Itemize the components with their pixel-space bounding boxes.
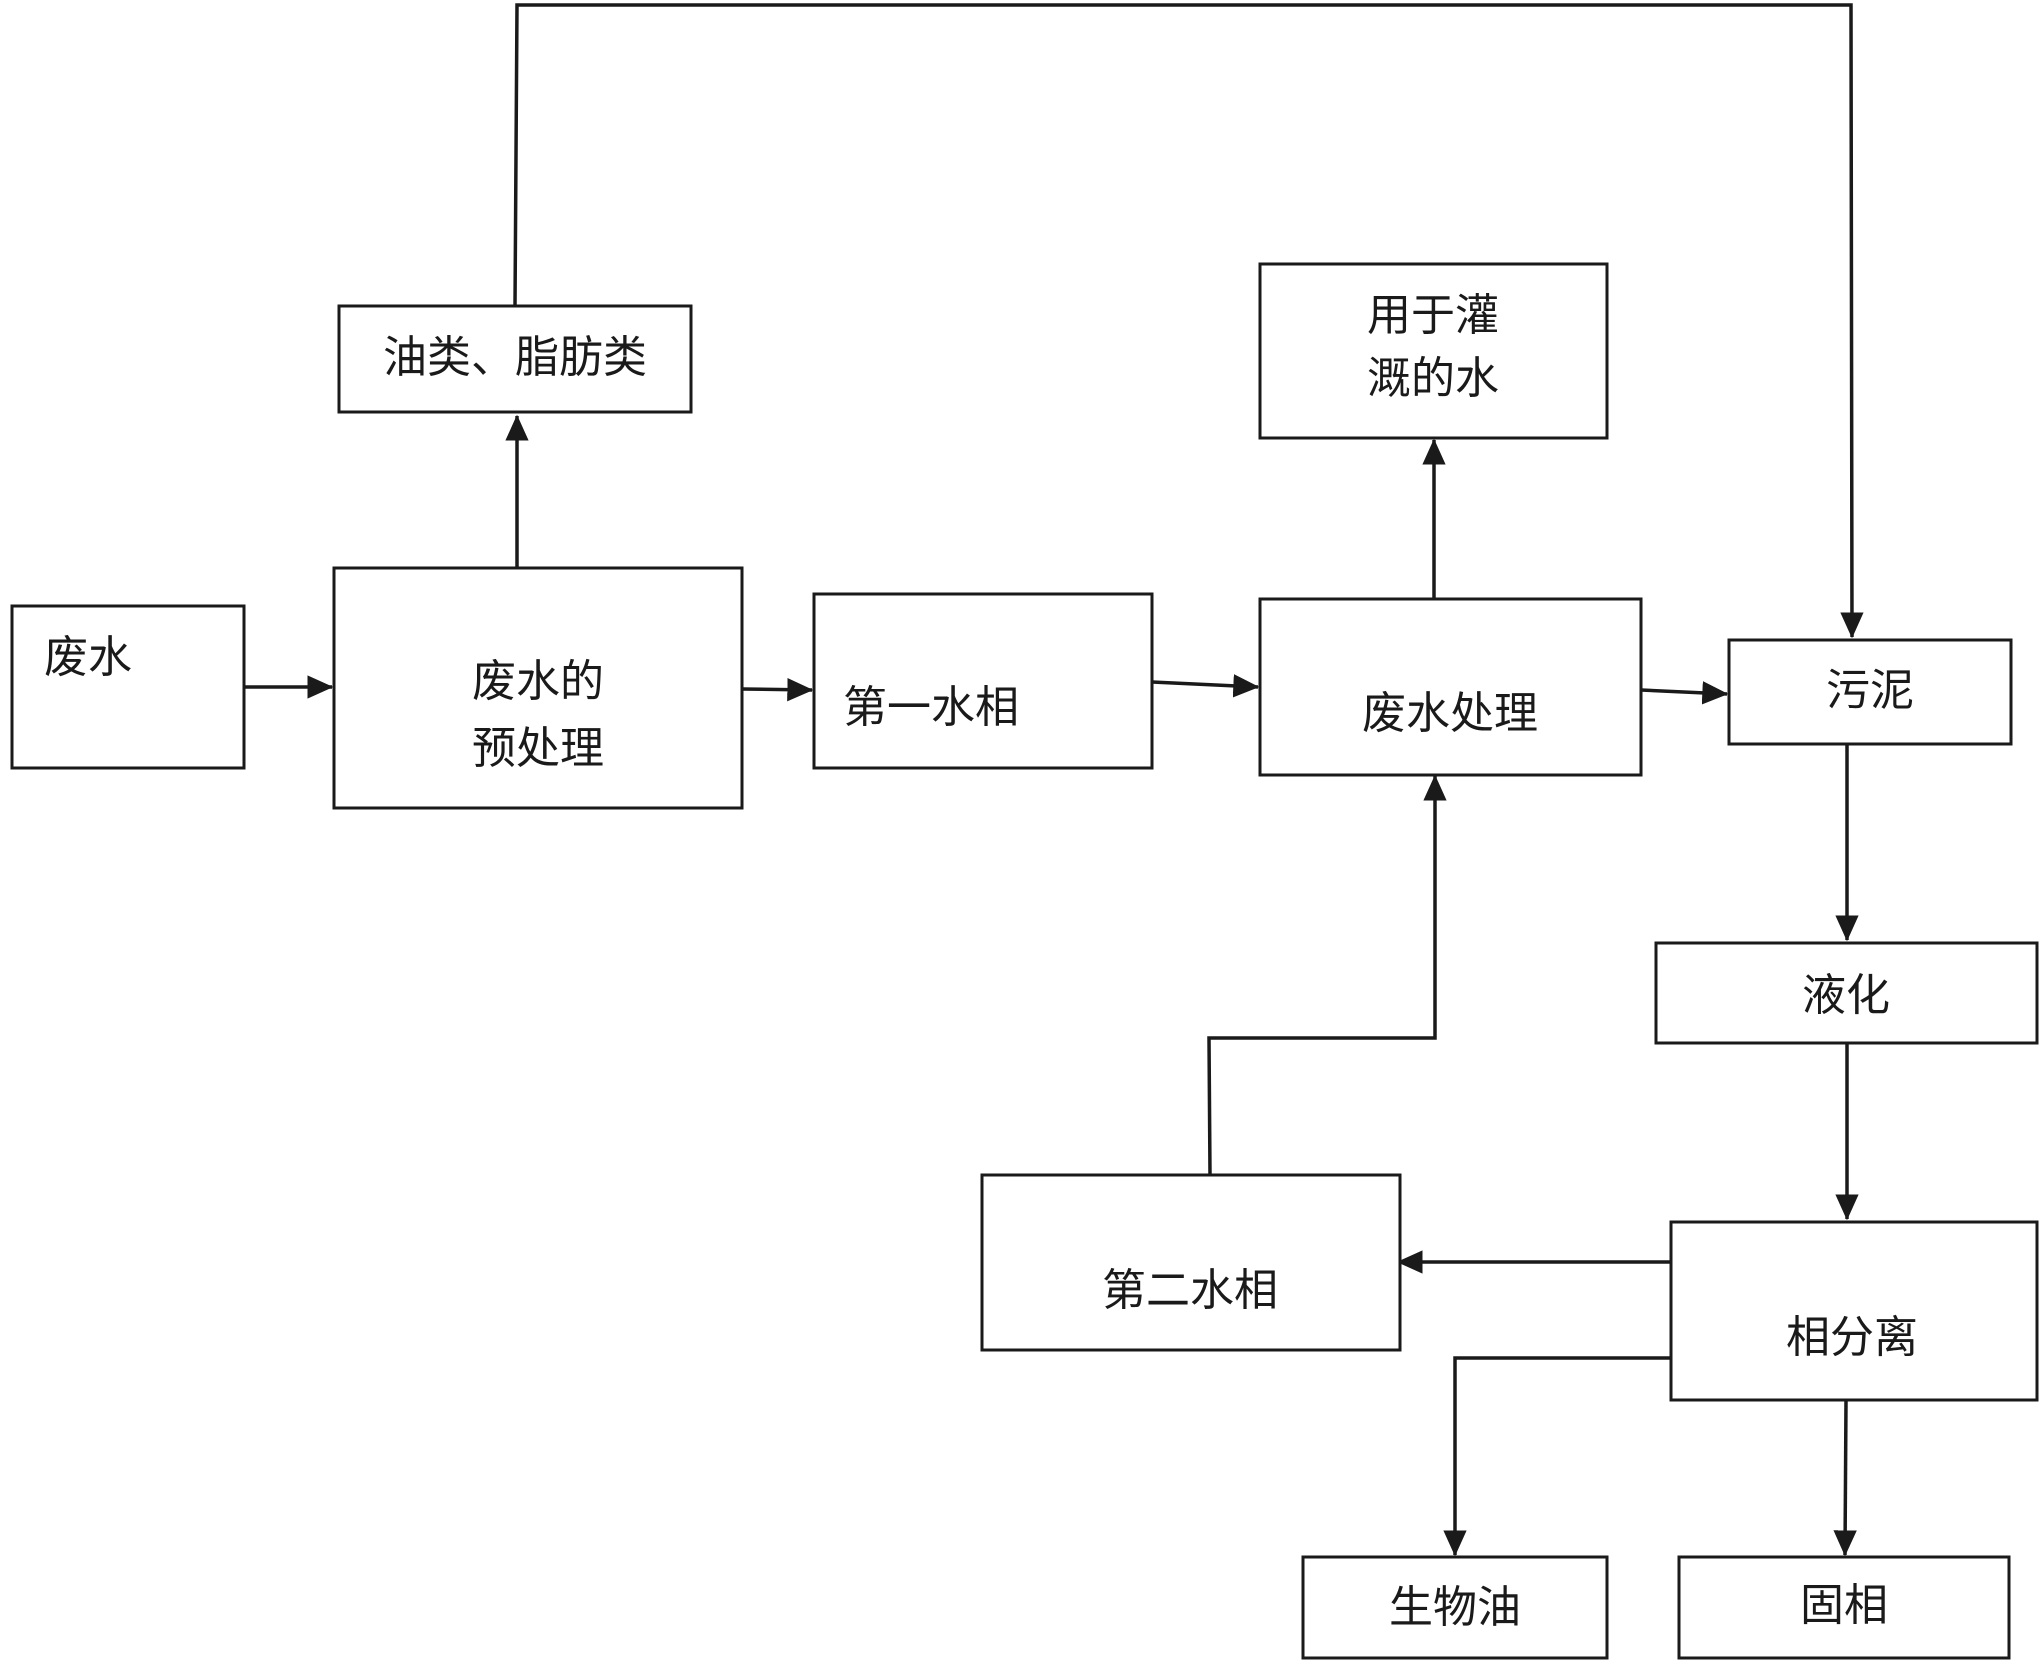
- node-pretreatment-line-2: 预处理: [472, 723, 604, 774]
- node-pretreatment-line-1: 废水的: [472, 656, 604, 707]
- node-irrigation-line-2: 溉的水: [1367, 353, 1499, 404]
- edges: [244, 3, 1864, 1557]
- node-sludge: 污泥: [1727, 638, 2013, 746]
- node-biooil-label: 生物油: [1389, 1582, 1521, 1633]
- node-solid-phase: 固相: [1677, 1555, 2011, 1660]
- node-solid-phase-label: 固相: [1800, 1580, 1888, 1631]
- edge-treatment-to-sludge: [1640, 681, 1729, 705]
- node-wastewater: 废水: [10, 604, 246, 770]
- node-oils-fats-label: 油类、脂肪类: [383, 332, 647, 383]
- node-treatment: 废水处理: [1258, 597, 1643, 777]
- node-wastewater-label: 废水: [44, 632, 132, 683]
- node-phase-separation-label: 相分离: [1786, 1312, 1918, 1363]
- node-liquefaction-label: 液化: [1802, 970, 1890, 1021]
- node-first-aqueous-label: 第一水相: [843, 682, 1019, 733]
- edge-phase-separation-to-biooil: [1443, 1356, 1670, 1557]
- node-first-aqueous: 第一水相: [812, 592, 1154, 770]
- node-second-aqueous-label: 第二水相: [1102, 1265, 1278, 1316]
- node-pretreatment: 废水的 预处理: [332, 566, 744, 810]
- node-biooil: 生物油: [1301, 1555, 1609, 1660]
- node-oils-fats: 油类、脂肪类: [337, 304, 693, 414]
- edge-pretreatment-to-first-aqueous: [741, 677, 814, 702]
- node-irrigation-line-1: 用于灌: [1367, 290, 1499, 341]
- edge-oils-to-sludge: [513, 3, 1864, 639]
- node-sludge-label: 污泥: [1826, 665, 1914, 716]
- node-phase-separation: 相分离: [1669, 1220, 2039, 1402]
- edge-first-aqueous-to-treatment: [1151, 674, 1260, 698]
- node-irrigation: 用于灌 溉的水: [1258, 262, 1609, 440]
- edge-phase-separation-to-solid: [1833, 1400, 1857, 1557]
- node-liquefaction: 液化: [1654, 941, 2039, 1045]
- node-treatment-label: 废水处理: [1362, 688, 1538, 739]
- edge-second-aqueous-to-treatment: [1207, 774, 1447, 1176]
- node-second-aqueous: 第二水相: [980, 1173, 1402, 1352]
